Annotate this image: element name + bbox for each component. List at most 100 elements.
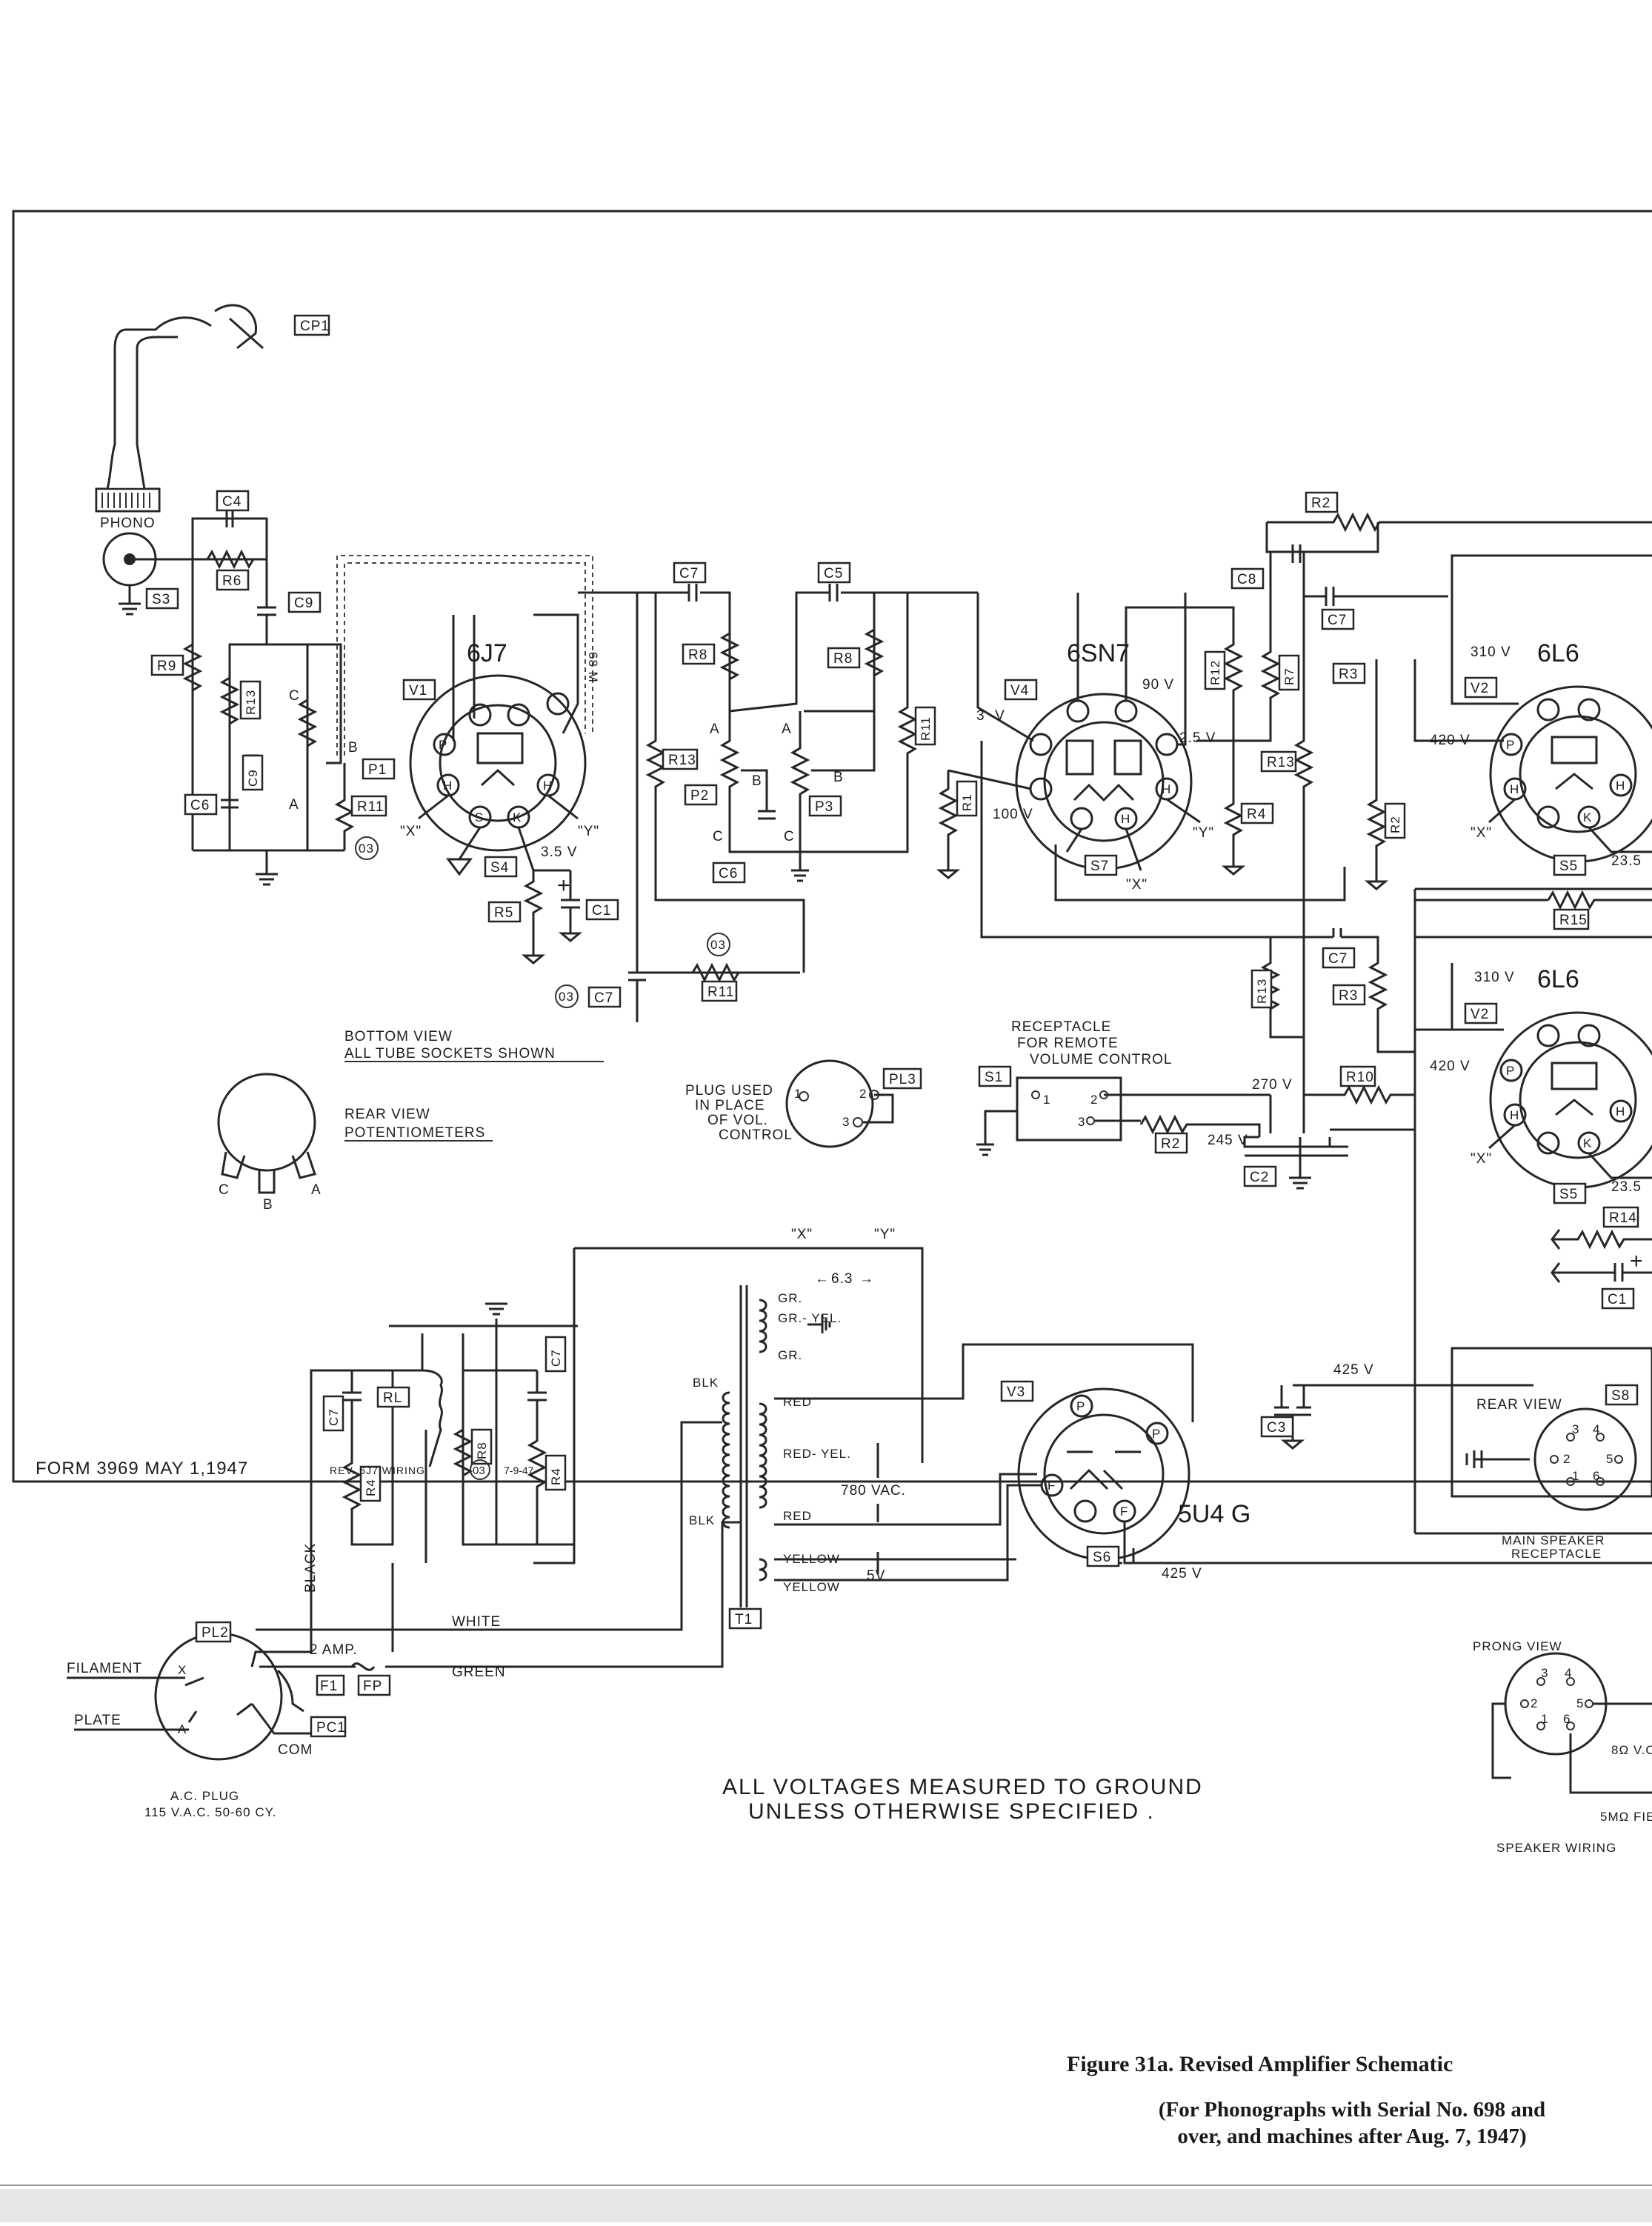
r2-top-label: R2 (1311, 496, 1330, 511)
r13-left-box (239, 680, 262, 720)
c7-r11-network (628, 593, 800, 1022)
c2-box (1243, 1165, 1277, 1187)
t1-heater-voltage-arrow-2: → (859, 1271, 874, 1287)
r9-label: R9 (157, 659, 176, 674)
plug-used-1: PLUG USED (685, 1083, 773, 1099)
receptacle-1: RECEPTACLE (1011, 1019, 1111, 1035)
c6-tone-network (741, 711, 876, 820)
v4-cathode-voltage: 3 -V (976, 708, 1005, 724)
pl2-prongs (184, 1676, 253, 1723)
p3-c-tag: C (784, 829, 795, 844)
c1-plus: + (557, 873, 570, 898)
svg-text:3: 3 (1572, 1422, 1579, 1436)
t1-red-top: RED (783, 1395, 812, 1409)
svg-text:3: 3 (1541, 1666, 1548, 1680)
c3-network (1274, 1384, 1533, 1450)
v2a-plate-voltage: 420 V (1430, 733, 1471, 748)
svg-text:H: H (1510, 782, 1519, 796)
v1-leads (452, 613, 579, 741)
r13-lower-box (1250, 969, 1273, 1009)
speaker-plug-leads (1491, 1702, 1652, 1794)
c9-top-box (287, 591, 322, 613)
v1-ref-box (402, 679, 436, 701)
v425-filter-label: 425 V (1333, 1362, 1374, 1378)
v1-envelope (439, 704, 557, 822)
r5-label: R5 (494, 905, 513, 921)
c1-right-plus: + (1630, 1249, 1643, 1273)
r14-label: R14 (1609, 1210, 1637, 1226)
c1-right-box (1601, 1287, 1635, 1310)
t1-blk-top: BLK (693, 1376, 719, 1390)
pl3-box (882, 1067, 922, 1090)
figure-caption-title: Figure 31a. Revised Amplifier Schematic (1067, 2052, 1453, 2076)
s8-box (1605, 1384, 1639, 1406)
s8-label: S8 (1611, 1388, 1630, 1404)
phono-plug-grip (95, 487, 161, 513)
r10-label: R10 (1346, 1070, 1374, 1085)
svg-text:6: 6 (1563, 1712, 1571, 1726)
c8-box (1230, 567, 1265, 590)
t1-gr-bottom: GR. (778, 1348, 802, 1362)
v4-envelope (1043, 721, 1165, 842)
plate-label: PLATE (74, 1713, 121, 1728)
t1-heater-voltage: 6.3 (831, 1271, 853, 1287)
v2a-leads (1488, 773, 1652, 853)
r10-box (1339, 1065, 1376, 1087)
s1-receptacle (1016, 1076, 1122, 1142)
r11-left-box (350, 795, 387, 817)
phono-label: PHONO (100, 516, 156, 531)
v2a-type: 6L6 (1537, 639, 1579, 667)
cartridge (214, 304, 258, 350)
svg-text:F: F (1120, 1504, 1128, 1519)
pl3-pin-2-tag: 2 (859, 1087, 867, 1101)
t1-5v-label: 5V (867, 1568, 885, 1584)
v2b-ref: V2 (1471, 1007, 1489, 1022)
r13-mid-box (662, 748, 699, 770)
s5-b-label: S5 (1559, 1187, 1578, 1202)
shielded-lead (336, 555, 593, 756)
svg-text:K: K (1583, 1136, 1592, 1150)
r6-symbol (206, 549, 255, 570)
s1-pin-2-tag: 2 (1090, 1093, 1098, 1107)
s5-a-box (1553, 854, 1587, 876)
v2a-x: "X" (1471, 825, 1492, 841)
rev-mark-3 (707, 933, 730, 956)
r7-label: R7 (1282, 667, 1296, 685)
svg-text:S: S (475, 810, 484, 824)
v1-cathode-voltage: 3.5 V (541, 844, 577, 860)
p2-p3-pots (719, 711, 810, 853)
r10-network (1304, 1084, 1415, 1105)
pl2-box (195, 1621, 232, 1643)
potentiometers-label: POTENTIOMETERS (344, 1125, 485, 1141)
r2-right-label: R2 (1388, 816, 1402, 833)
c2-filter-block (1230, 1095, 1415, 1190)
v245-label: 245 V (1208, 1133, 1248, 1148)
v3-type: 5U4 G (1178, 1500, 1250, 1528)
r11-lower-label: R11 (707, 984, 734, 1000)
v2a-ref-box (1464, 676, 1498, 699)
svg-text:K: K (1583, 810, 1592, 824)
main-speaker-1: MAIN SPEAKER (1502, 1533, 1605, 1547)
v2a-envelope (1519, 715, 1637, 833)
c7-lower-box (587, 986, 622, 1008)
p1-box (362, 758, 396, 780)
r2-top-box (1305, 491, 1339, 513)
r13-left-symbol (219, 676, 240, 725)
v4-structure (1065, 739, 1142, 802)
rev-note: REV. 6J7 WIRING (330, 1464, 425, 1476)
s6-box (1086, 1545, 1120, 1567)
v1-cathode-network (523, 869, 580, 956)
pot-a-tag: A (311, 1182, 322, 1198)
p3-ground (791, 852, 809, 882)
c7-r4-network (310, 1369, 422, 1563)
c6-mid-box (712, 862, 746, 884)
c7-power-2-label: C7 (549, 1349, 563, 1367)
v3-ref-box (1000, 1380, 1034, 1402)
r3-lower-label: R3 (1339, 988, 1358, 1004)
c6-symbol (221, 799, 239, 809)
cp1-box (293, 314, 330, 336)
r8-power-label: R8 (475, 1442, 489, 1459)
plug-used-2: IN PLACE (695, 1098, 765, 1113)
r4-power-label: R4 (364, 1479, 378, 1496)
tone-arm (106, 316, 212, 490)
